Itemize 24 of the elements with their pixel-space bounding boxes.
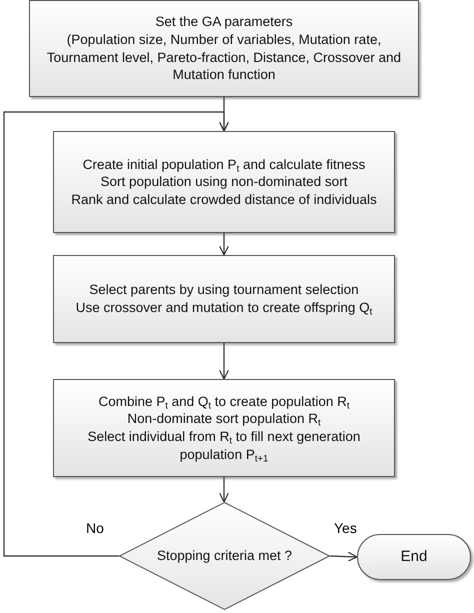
node-text: Stopping criteria met ?	[156, 547, 292, 565]
node-text: Rank and calculate crowded distance of individuals	[71, 190, 377, 208]
node-text: Select parents by using tournament selection	[89, 281, 359, 299]
process-box	[53, 379, 395, 477]
arrow	[218, 343, 230, 380]
edge-label: Yes	[332, 520, 359, 536]
node-text: Combine P$_{t}$ and Q$_{t}$ to create population R$_{t}$	[98, 392, 350, 410]
process-box	[53, 255, 395, 343]
process-box	[29, 0, 419, 97]
node-text: Select individual from R$_{t}$ to fill next generation population P$_{t+1}$	[86, 428, 362, 464]
node-text: Set the GA parameters	[155, 13, 293, 31]
arrow	[330, 552, 358, 562]
node-text: Create initial population P$_{t}$ and calculate fitness	[82, 156, 366, 174]
arrow	[218, 477, 230, 503]
arrow	[218, 233, 230, 256]
edge-label: No	[84, 520, 106, 536]
node-text: Use crossover and mutation to create offspring Q$_{t}$	[76, 299, 372, 317]
node-text: (Population size, Number of variables, Mutation rate, Tournament level, Pareto-fraction, Distance, Crossover and Mutation function	[46, 30, 402, 84]
process-box	[53, 131, 395, 233]
arrow	[3, 111, 230, 557]
node-text: End	[400, 547, 428, 567]
terminal-box	[357, 534, 471, 580]
node-text: Sort population using non-dominated sort	[100, 173, 348, 191]
node-text: Non-dominate sort population R$_{t}$	[127, 410, 321, 428]
